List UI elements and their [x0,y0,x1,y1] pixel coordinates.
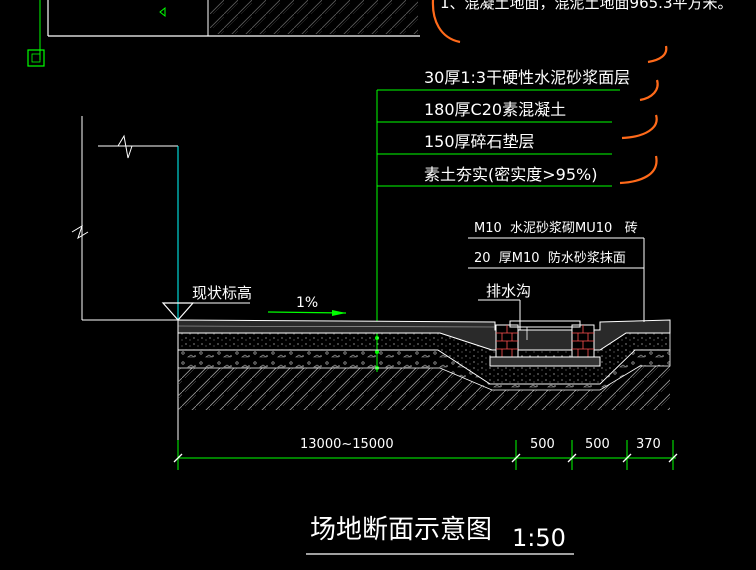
ditch-leaders [468,237,645,330]
layer-1: 30厚1:3干硬性水泥砂浆面层 [424,68,630,87]
drain-label: 排水沟 [486,282,531,300]
drain-ditch [489,320,601,367]
drawing-title: 场地断面示意图 [310,515,492,545]
dimension-2: 500 [530,437,555,452]
slope-label: 1% [296,295,318,311]
layer-2: 180厚C20素混凝土 [424,100,566,119]
ditch-note-2: 20 厚M10 防水砂浆抹面 [474,250,626,266]
layer-3: 150厚碎石垫层 [424,132,535,151]
dimension-1: 13000~15000 [300,437,394,452]
layer-4: 素土夯实(密实度>95%) [424,165,597,184]
dimension-4: 370 [636,437,661,452]
dimension-line [173,440,678,470]
orange-markup [431,0,668,185]
pavement-section [177,319,671,410]
top-note: 1、混凝土地面，混泥土地面965.3平方米。 [440,0,733,12]
elevation-marker [161,302,250,321]
dimension-3: 500 [585,437,610,452]
break-line [71,116,179,460]
drawing-scale: 1:50 [512,524,566,552]
existing-elevation-label: 现状标高 [192,284,252,302]
top-frame [27,0,420,67]
ditch-note-1: M10 水泥砂浆砌MU10 砖 [474,221,638,236]
slope-arrow [267,310,347,316]
